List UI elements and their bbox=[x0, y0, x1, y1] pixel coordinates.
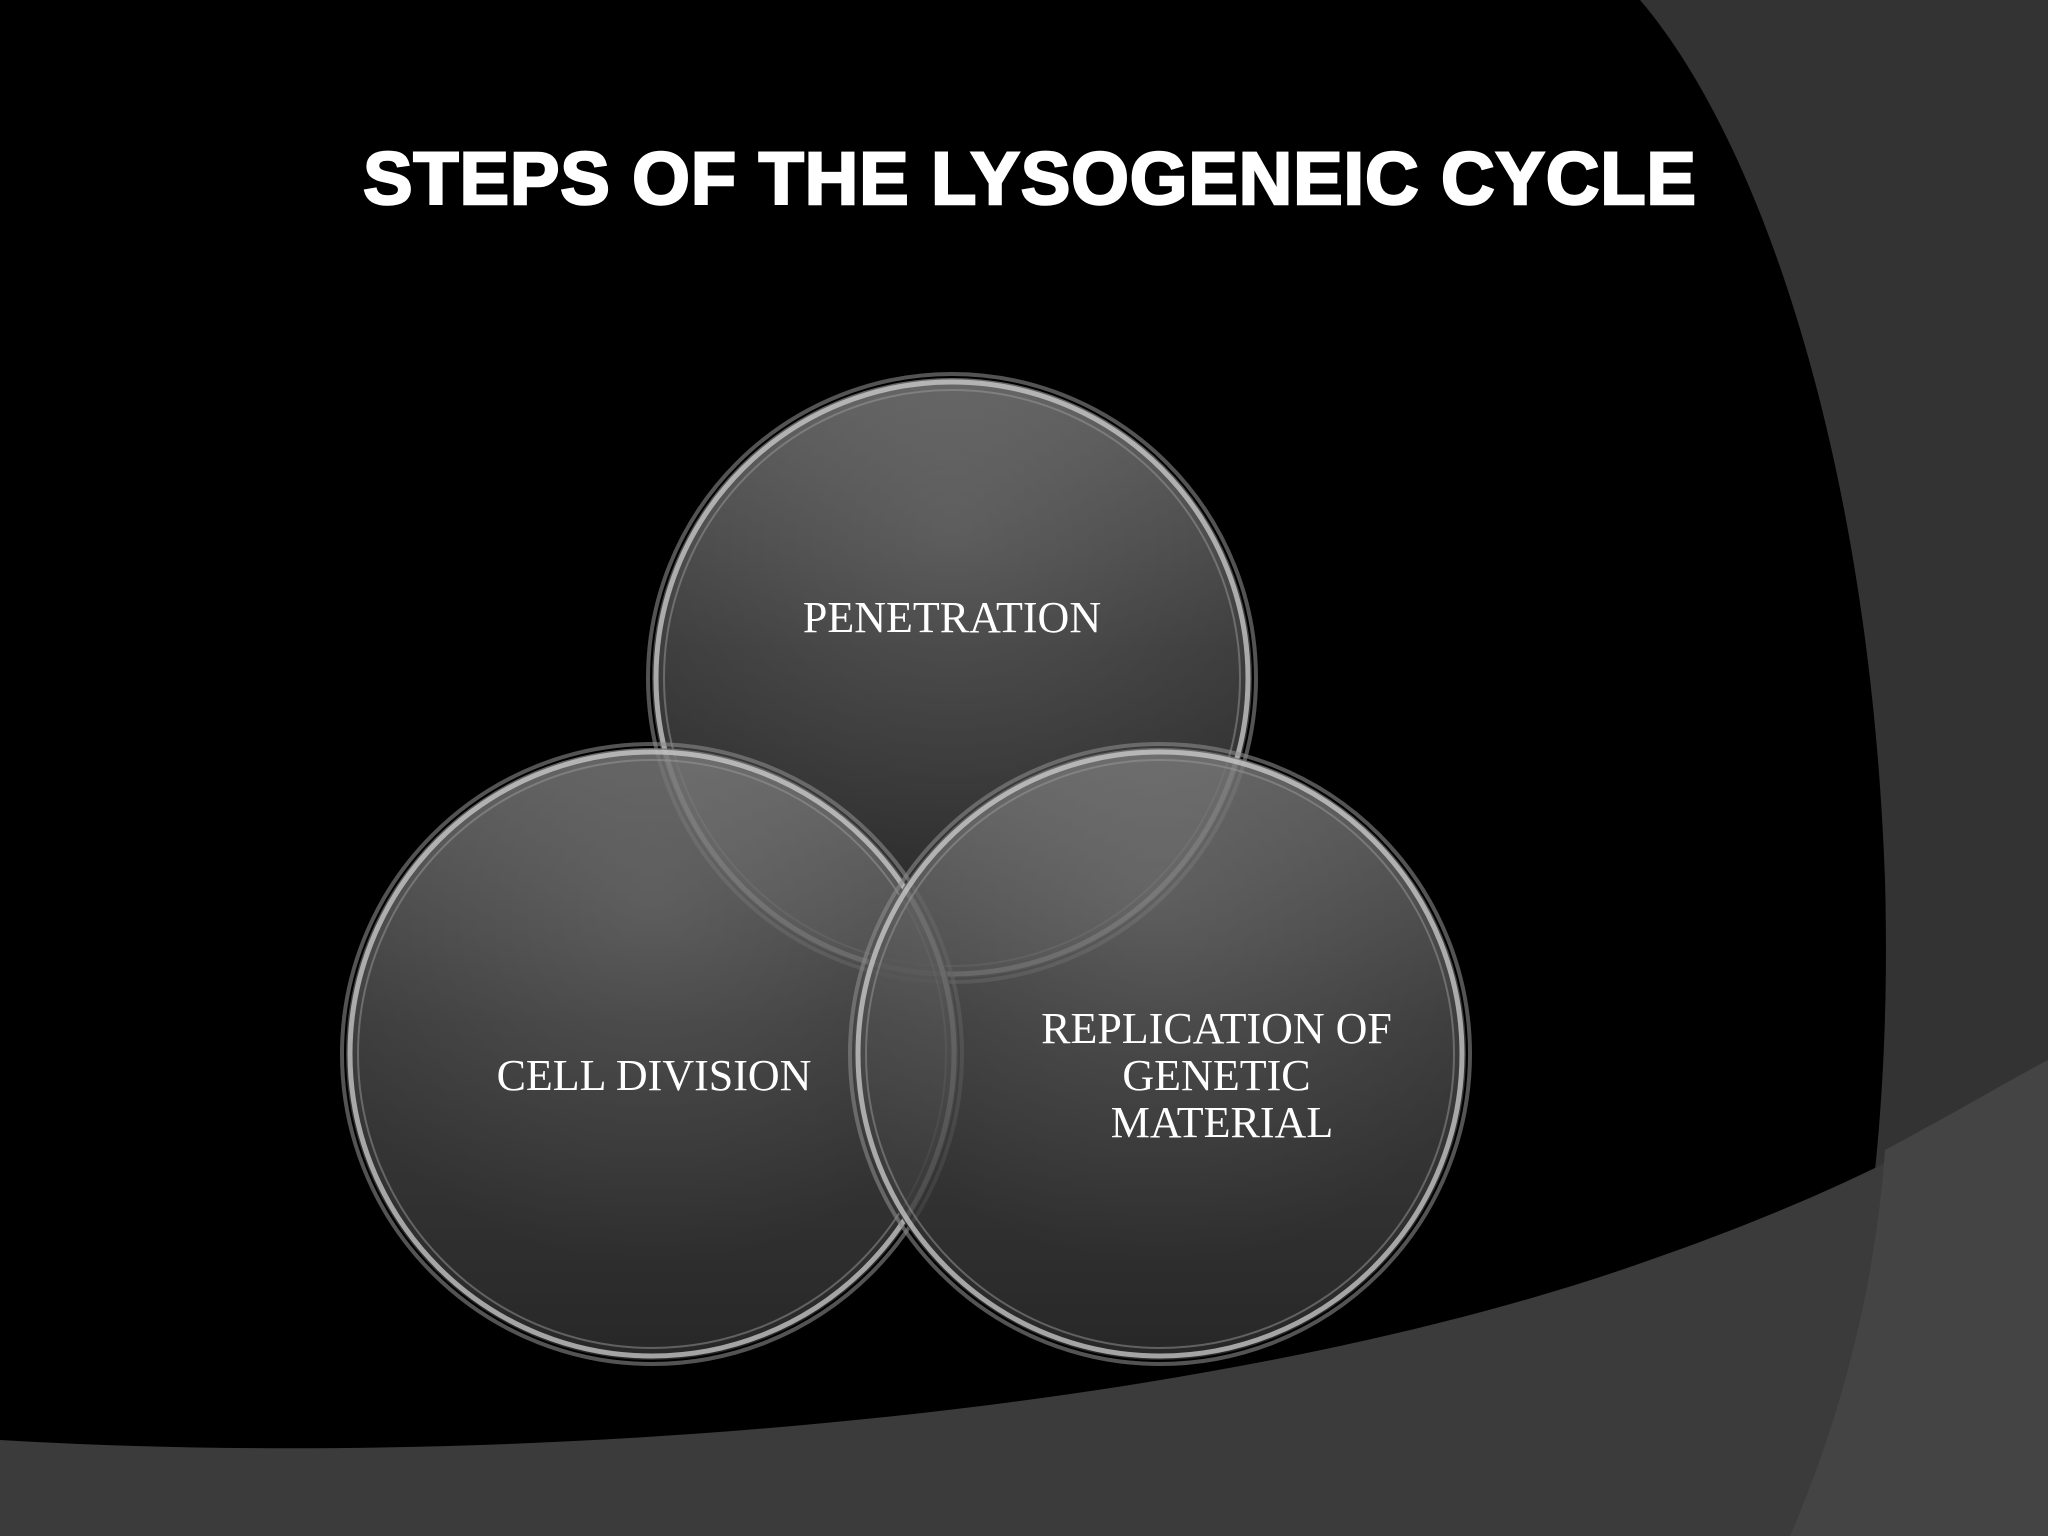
corner-overlap bbox=[1790, 1060, 2048, 1536]
label-replication-line-3: MATERIAL bbox=[1111, 1098, 1333, 1147]
label-cell-division-line-1: CELL DIVISION bbox=[497, 1051, 812, 1100]
bottom-wave-band bbox=[0, 1060, 2048, 1536]
label-penetration-line-1: PENETRATION bbox=[803, 593, 1101, 642]
label-cell-division: CELL DIVISION bbox=[497, 1051, 812, 1100]
venn-circle-cell-division bbox=[340, 742, 964, 1366]
label-replication: REPLICATION OF GENETIC MATERIAL bbox=[1041, 1004, 1403, 1147]
slide-title: STEPS OF THE LYSOGENEIC CYCLE bbox=[362, 137, 1697, 220]
label-penetration: PENETRATION bbox=[803, 593, 1101, 642]
label-replication-line-1: REPLICATION OF bbox=[1041, 1004, 1392, 1053]
label-replication-line-2: GENETIC bbox=[1122, 1051, 1310, 1100]
venn-circle-replication bbox=[848, 742, 1472, 1366]
